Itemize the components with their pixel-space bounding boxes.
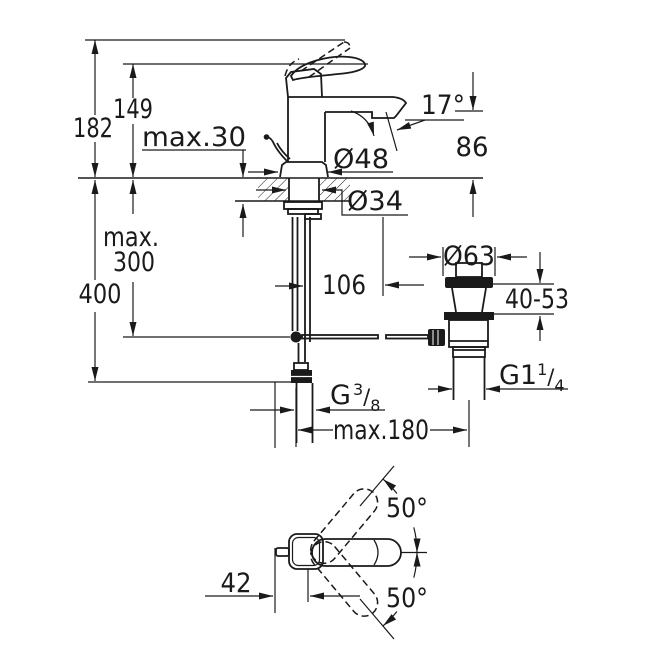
horizontal-rod-right <box>385 334 429 340</box>
base-flange <box>279 161 329 178</box>
front-dimensions <box>85 39 568 447</box>
handle-lever <box>289 55 366 82</box>
dim-total-height: 182 <box>73 113 113 144</box>
supply-hoses <box>274 217 429 448</box>
drain-body <box>448 319 489 348</box>
dim-drain-thread: G11/4 <box>499 360 565 395</box>
handle-raised-position <box>284 41 351 78</box>
dim-spout-reach: 106 <box>322 270 366 301</box>
drain-flange <box>445 277 493 288</box>
horizontal-rod-left <box>301 334 379 340</box>
dim-hose-length: 400 <box>79 279 122 310</box>
popup-rod-knob <box>267 136 291 162</box>
dim-body-height: 149 <box>113 94 153 125</box>
popup-rod-top <box>275 547 290 557</box>
drain-coupling-nut <box>452 346 486 358</box>
dim-spout-angle: 17° <box>421 90 465 121</box>
top-view: 50° 50° 42 <box>205 465 429 640</box>
dim-swivel-lower: 50° <box>386 583 428 614</box>
top-dimension-labels: 50° 50° 42 <box>221 493 429 614</box>
dim-deck-thickness: max.30 <box>142 122 246 153</box>
spout <box>322 96 408 119</box>
handle-swivel-positions <box>309 488 379 617</box>
dim-drain-flange-diameter: Ø63 <box>443 241 495 272</box>
dim-max-center-distance: max.180 <box>333 415 429 446</box>
dim-hose-max-value: 300 <box>113 247 155 278</box>
dim-handle-offset: 42 <box>221 568 252 599</box>
drain-assembly <box>428 262 494 447</box>
dim-hose-max-word: max. <box>103 222 159 253</box>
dim-base-diameter: Ø48 <box>333 144 389 175</box>
handle-lever-top <box>311 538 402 567</box>
dim-swivel-upper: 50° <box>386 493 428 524</box>
faucet-body <box>263 55 408 220</box>
dim-spout-outlet-height: 86 <box>456 132 489 163</box>
drain-knob <box>428 329 445 346</box>
dim-drain-clamp-range: 40-53 <box>505 284 569 315</box>
popup-pivot <box>290 331 302 343</box>
front-view: 182 149 max.30 17° 86 Ø48 Ø34 max. 300 4… <box>73 39 569 448</box>
top-dimensions <box>205 465 427 640</box>
handle-base <box>285 68 323 98</box>
dim-hole-diameter: Ø34 <box>347 186 403 217</box>
front-dimension-labels: 182 149 max.30 17° 86 Ø48 Ø34 max. 300 4… <box>73 90 569 446</box>
drain-oring <box>444 312 494 320</box>
